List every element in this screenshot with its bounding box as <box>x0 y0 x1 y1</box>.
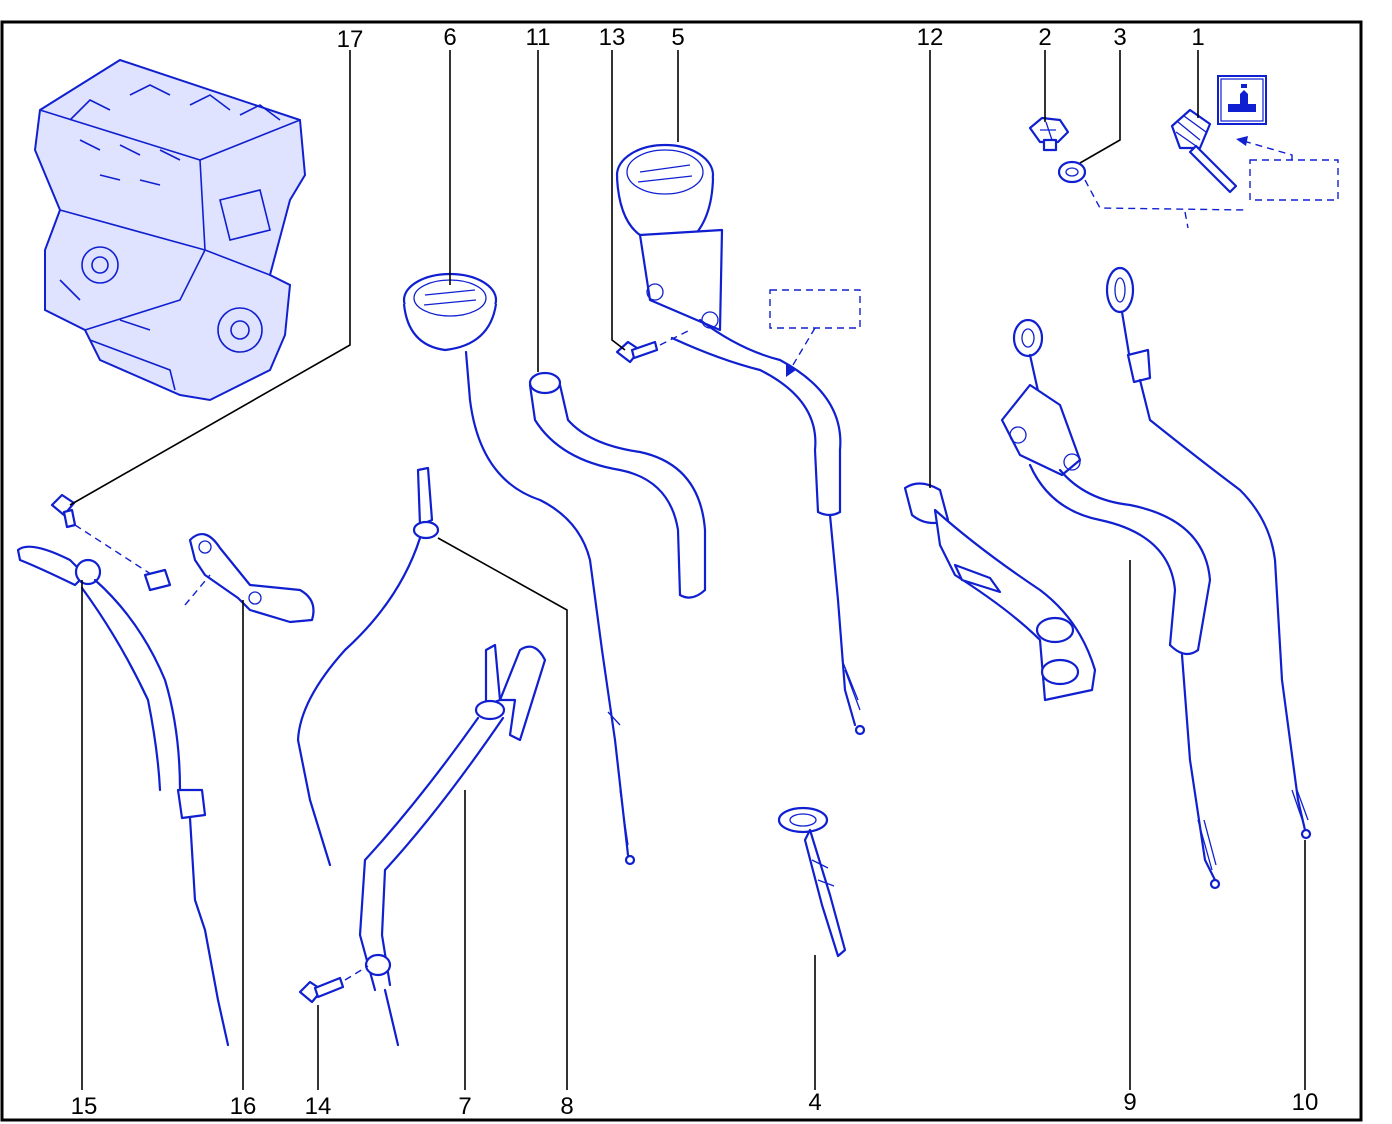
callout-17: 17 <box>337 26 364 53</box>
callout-2: 2 <box>1038 24 1051 51</box>
leader-13 <box>611 50 626 351</box>
reference-arrow-middle <box>789 327 816 371</box>
callout-7: 7 <box>458 1093 471 1120</box>
bolt-17 <box>50 493 172 592</box>
seal-ring-3 <box>1057 160 1087 184</box>
bolt-14 <box>298 965 369 1004</box>
callout-6: 6 <box>443 24 456 51</box>
callout-13: 13 <box>599 24 626 51</box>
oil-level-sensor-icon <box>1217 75 1267 125</box>
dipstick-10 <box>1105 266 1312 840</box>
callout-16: 16 <box>230 1093 257 1120</box>
dipstick-15 <box>16 545 230 1047</box>
leader-17 <box>69 50 351 506</box>
callout-11: 11 <box>526 24 551 51</box>
breather-hose-11 <box>528 371 707 599</box>
bracket-12 <box>903 482 1097 702</box>
dipstick-cap-6 <box>402 272 636 866</box>
leader-3 <box>1079 50 1121 164</box>
callout-1: 1 <box>1191 24 1204 51</box>
callout-8: 8 <box>560 1093 573 1120</box>
engine-block-icon <box>33 58 307 402</box>
callout-5: 5 <box>671 24 684 51</box>
diagram-frame <box>0 20 1363 1122</box>
reference-arrow-top <box>1239 139 1293 160</box>
callout-15: 15 <box>71 1093 98 1120</box>
oil-level-sensor-1 <box>1170 108 1238 194</box>
callout-3: 3 <box>1113 24 1126 51</box>
plug-2 <box>1028 116 1070 152</box>
callout-9: 9 <box>1123 1089 1136 1116</box>
reference-box-top <box>1249 159 1339 201</box>
dipstick-tube-7 <box>358 643 547 1047</box>
leader-8 <box>437 537 568 1090</box>
dipstick-handle-4 <box>777 806 847 958</box>
bracket-plate-16 <box>184 533 315 624</box>
reference-bracket-top <box>1084 179 1246 229</box>
callout-12: 12 <box>917 24 944 51</box>
dipstick-8 <box>296 466 440 867</box>
reference-box-middle <box>769 289 861 329</box>
bolt-13 <box>615 329 691 364</box>
callout-10: 10 <box>1292 1089 1319 1116</box>
callout-14: 14 <box>305 1093 332 1120</box>
dipstick-tube-9 <box>1000 318 1221 890</box>
callout-4: 4 <box>808 1089 821 1116</box>
oil-filler-tube-5 <box>615 143 866 736</box>
